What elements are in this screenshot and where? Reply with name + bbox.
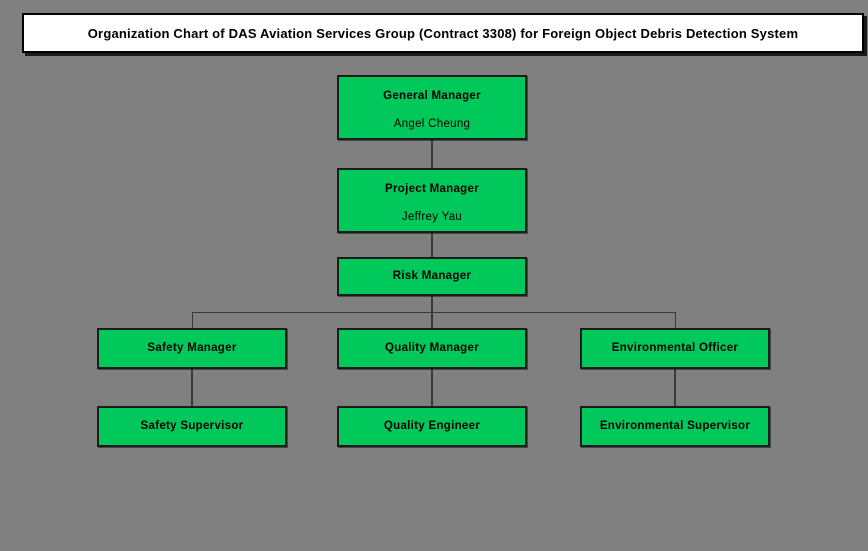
connector-safetymgr-safetysup (191, 369, 193, 406)
node-title: Quality Manager (385, 342, 479, 354)
node-title: Safety Manager (147, 342, 237, 354)
org-node-general-manager: General Manager Angel Cheung (337, 75, 527, 140)
org-node-project-manager: Project Manager Jeffrey Yau (337, 168, 527, 233)
connector-envoff-envsup (674, 369, 676, 406)
node-person-name: Jeffrey Yau (401, 211, 463, 223)
connector-pm-risk (431, 233, 433, 257)
title-banner-text: Organization Chart of DAS Aviation Servi… (87, 25, 799, 41)
org-node-safety-supervisor: Safety Supervisor (97, 406, 287, 447)
connector-gm-pm (431, 140, 433, 168)
org-node-quality-engineer: Quality Engineer (337, 406, 527, 447)
node-title: Safety Supervisor (140, 420, 244, 432)
node-title: Project Manager (385, 183, 479, 195)
connector-qualitymgr-qualityeng (431, 369, 433, 406)
node-title: Environmental Supervisor (599, 420, 751, 432)
node-title: Environmental Officer (611, 342, 739, 354)
org-node-quality-manager: Quality Manager (337, 328, 527, 369)
connector-horizontal-branch (192, 312, 676, 313)
node-title: General Manager (383, 90, 481, 102)
org-node-safety-manager: Safety Manager (97, 328, 287, 369)
node-title: Quality Engineer (383, 420, 481, 432)
org-node-risk-manager: Risk Manager (337, 257, 527, 296)
connector-branch-environmental (675, 312, 676, 328)
node-person-name: Angel Cheung (393, 118, 471, 130)
connector-branch-safety (192, 312, 193, 328)
org-node-environmental-officer: Environmental Officer (580, 328, 770, 369)
title-banner: Organization Chart of DAS Aviation Servi… (22, 13, 864, 53)
node-title: Risk Manager (392, 270, 472, 282)
org-node-environmental-supervisor: Environmental Supervisor (580, 406, 770, 447)
